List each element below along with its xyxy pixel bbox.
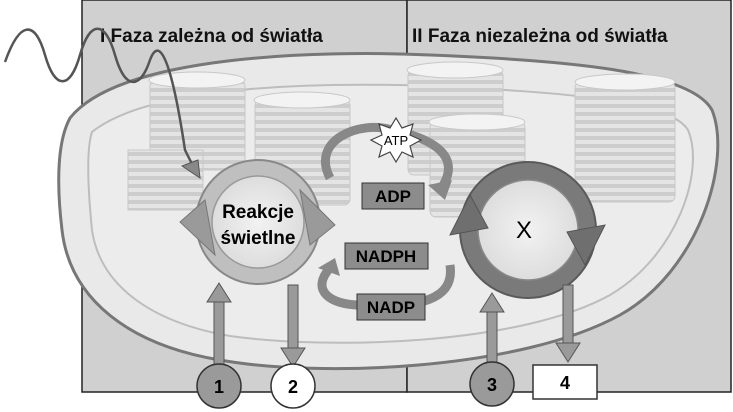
nadph-label: NADPH (356, 247, 416, 266)
arrow-3-head-icon (479, 292, 505, 313)
adp-box (361, 182, 425, 210)
light-reactions-cycle: Reakcje świetlne (179, 159, 336, 285)
light-wave-arrowhead-icon (180, 159, 201, 180)
light-wave-icon (3, 27, 197, 171)
atp-burst (369, 116, 423, 164)
arrow-1-shaft (213, 299, 225, 369)
atp-adp-arrowhead-icon (428, 180, 452, 200)
marker-1-label: 1 (214, 377, 224, 397)
marker-3-label: 3 (487, 375, 497, 395)
nadp-label: NADP (367, 298, 415, 317)
light-cycle-arrow-right-icon (299, 188, 336, 246)
atp-adp-loop: ATP ADP (320, 116, 453, 210)
dark-reactions-cycle: X (449, 161, 606, 299)
marker-3: 3 (469, 361, 515, 407)
dark-cycle-label: X (516, 217, 532, 244)
light-cycle-arrow-left-icon (179, 199, 216, 257)
arrow-3-shaft (486, 309, 498, 369)
phase-2-title: II Faza niezależna od światła (412, 26, 668, 47)
vertical-arrows (206, 282, 581, 369)
granum-stack-5 (574, 73, 676, 203)
nadp-box (356, 293, 426, 321)
nadph-arrowhead-icon (318, 258, 340, 276)
granum-side-stack (127, 149, 204, 211)
arrow-1-head-icon (206, 282, 232, 303)
marker-2: 2 (270, 363, 316, 409)
marker-4-label: 4 (560, 373, 570, 393)
arrow-2-head-icon (280, 347, 306, 368)
nadph-box (344, 242, 429, 270)
atp-label: ATP (384, 133, 408, 148)
nadph-nadp-loop: NADPH NADP (317, 242, 455, 321)
marker-4: 4 (532, 364, 598, 400)
arrow-4-shaft (562, 284, 574, 346)
marker-1: 1 (196, 363, 242, 409)
adp-label: ADP (375, 187, 411, 206)
light-cycle-label-line1: Reakcje (222, 202, 294, 223)
dark-cycle-arrow-left-icon (449, 193, 489, 236)
arrow-2-shaft (287, 284, 299, 351)
marker-2-label: 2 (288, 377, 298, 397)
phase-1-title: I Faza zależna od światła (100, 26, 323, 47)
arrow-4-head-icon (555, 342, 581, 363)
dark-cycle-arrow-right-icon (566, 224, 606, 267)
light-cycle-label-line2: świetlne (221, 228, 296, 249)
